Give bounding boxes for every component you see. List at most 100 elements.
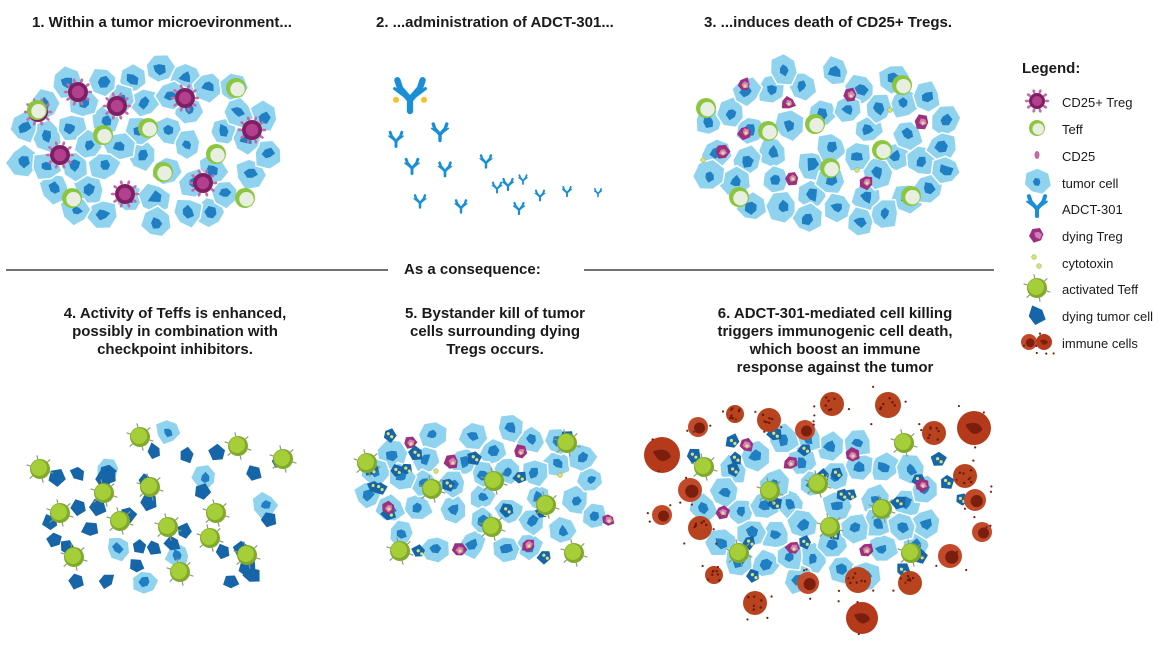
activated-teff bbox=[478, 513, 506, 541]
immune-cell bbox=[797, 568, 819, 600]
tumor-cell bbox=[868, 532, 900, 563]
dying-tumor-cell bbox=[130, 559, 145, 573]
dying-tumor-cell bbox=[223, 575, 240, 589]
antibody-icon bbox=[437, 161, 453, 178]
tumor-cell bbox=[254, 139, 282, 171]
dying-tumor-cell bbox=[146, 540, 162, 555]
dying-tumor-cell bbox=[81, 522, 99, 536]
immune-cell bbox=[686, 417, 712, 437]
immune-cell bbox=[644, 437, 680, 473]
activated-teff bbox=[269, 445, 297, 473]
activated-teff bbox=[233, 541, 261, 569]
dying-treg bbox=[382, 500, 395, 515]
teff-cell bbox=[892, 75, 912, 95]
dying-treg bbox=[784, 541, 800, 554]
activated-teff bbox=[136, 473, 164, 501]
immune-cell bbox=[678, 476, 702, 506]
tumor-cell bbox=[9, 110, 38, 145]
immune-cell bbox=[935, 544, 968, 572]
tumor-cell bbox=[912, 79, 942, 114]
teff-cell bbox=[226, 78, 246, 98]
immune-cell bbox=[813, 392, 851, 416]
dying-tumor-cell bbox=[442, 478, 456, 492]
dying-tumor-cell bbox=[260, 512, 277, 528]
dying-treg bbox=[737, 126, 751, 141]
tumor-cell bbox=[891, 120, 925, 152]
tumor-cell bbox=[581, 501, 608, 530]
dying-tumor-cell bbox=[374, 482, 388, 495]
tumor-cell bbox=[87, 67, 117, 98]
panel-6-title: 6. ADCT-301-mediated cell killing trigge… bbox=[690, 305, 980, 377]
dying-tumor-cell bbox=[70, 499, 86, 517]
tumor-cell bbox=[785, 508, 819, 539]
dying-tumor-cell bbox=[180, 446, 194, 464]
dying-treg bbox=[785, 172, 799, 186]
dying-tumor-cell bbox=[467, 451, 482, 465]
cd25-treg bbox=[63, 78, 93, 106]
dying-treg bbox=[443, 454, 458, 469]
tumor-cell bbox=[189, 463, 217, 491]
dying-tumor-cell bbox=[512, 471, 527, 484]
dying-treg bbox=[843, 87, 857, 102]
dying-treg bbox=[715, 144, 731, 159]
immune-cell bbox=[646, 504, 672, 525]
tumor-cell bbox=[930, 155, 962, 185]
tumor-cell bbox=[886, 511, 917, 543]
antibody-icon bbox=[388, 130, 404, 148]
tumor-cell bbox=[930, 104, 962, 139]
immune-cell bbox=[754, 408, 783, 433]
immune-cell bbox=[957, 404, 991, 449]
activated-teff bbox=[816, 513, 844, 541]
divider-label: As a consequence: bbox=[398, 261, 547, 278]
cytotoxin bbox=[557, 472, 563, 478]
tumor-cell bbox=[547, 515, 579, 545]
activated-teff bbox=[560, 539, 588, 567]
dying-treg bbox=[739, 437, 754, 452]
tumor-cell bbox=[790, 201, 824, 234]
dying-tumor-cell bbox=[98, 574, 115, 590]
tumor-cell bbox=[4, 142, 39, 178]
tumor-cell bbox=[832, 94, 863, 124]
activated-teff bbox=[202, 499, 230, 527]
antibody-icon bbox=[454, 199, 468, 214]
tumor-cell bbox=[222, 96, 255, 129]
panel-3-title: 3. ...induces death of CD25+ Tregs. bbox=[704, 14, 952, 31]
dying-tumor-cell bbox=[383, 428, 397, 444]
activated-teff bbox=[725, 539, 753, 567]
panel-5-title: 5. Bystander kill of tumor cells surroun… bbox=[360, 305, 630, 359]
cd25-treg bbox=[188, 169, 218, 197]
cd25-icon bbox=[1034, 151, 1040, 159]
panel-4-title-line-2: possibly in combination with bbox=[72, 323, 278, 340]
dying-treg bbox=[859, 543, 874, 557]
dying-tumor-cell bbox=[177, 522, 192, 539]
tumor-cell bbox=[757, 136, 787, 170]
activated-teff bbox=[868, 495, 896, 523]
panel-1-title: 1. Within a tumor microevironment... bbox=[32, 14, 292, 31]
tumor-cell bbox=[773, 108, 805, 143]
cd25-treg bbox=[170, 84, 200, 112]
panel-4-title: 4. Activity of Teffs is enhanced, possib… bbox=[30, 305, 320, 359]
tumor-cell bbox=[821, 54, 849, 86]
activated-teff bbox=[106, 507, 134, 535]
dying-treg bbox=[845, 447, 860, 462]
dying-tumor-cell bbox=[163, 535, 181, 551]
dying-tumor-cell bbox=[844, 489, 857, 501]
dying-treg bbox=[1029, 228, 1044, 243]
antibody-icon bbox=[512, 201, 526, 216]
tumor-cell bbox=[38, 173, 69, 207]
teff-cell bbox=[758, 121, 778, 141]
tumor-cell bbox=[815, 429, 845, 463]
tumor-cell bbox=[567, 442, 600, 473]
dying-tumor-cell bbox=[836, 488, 850, 502]
dying-tumor-cell bbox=[1028, 305, 1046, 325]
teff-cell bbox=[206, 144, 226, 164]
legend-label-dying-tumor-cell: dying tumor cell bbox=[1062, 309, 1154, 324]
tumor-cell bbox=[575, 466, 604, 493]
antibody-icon bbox=[518, 174, 528, 185]
tumor-cell bbox=[839, 512, 870, 546]
tumor-cell bbox=[769, 52, 799, 86]
immune-cell bbox=[837, 567, 875, 593]
dying-tumor-cell bbox=[246, 465, 262, 481]
antibody-icon bbox=[413, 194, 427, 209]
activated-teff bbox=[60, 543, 88, 571]
